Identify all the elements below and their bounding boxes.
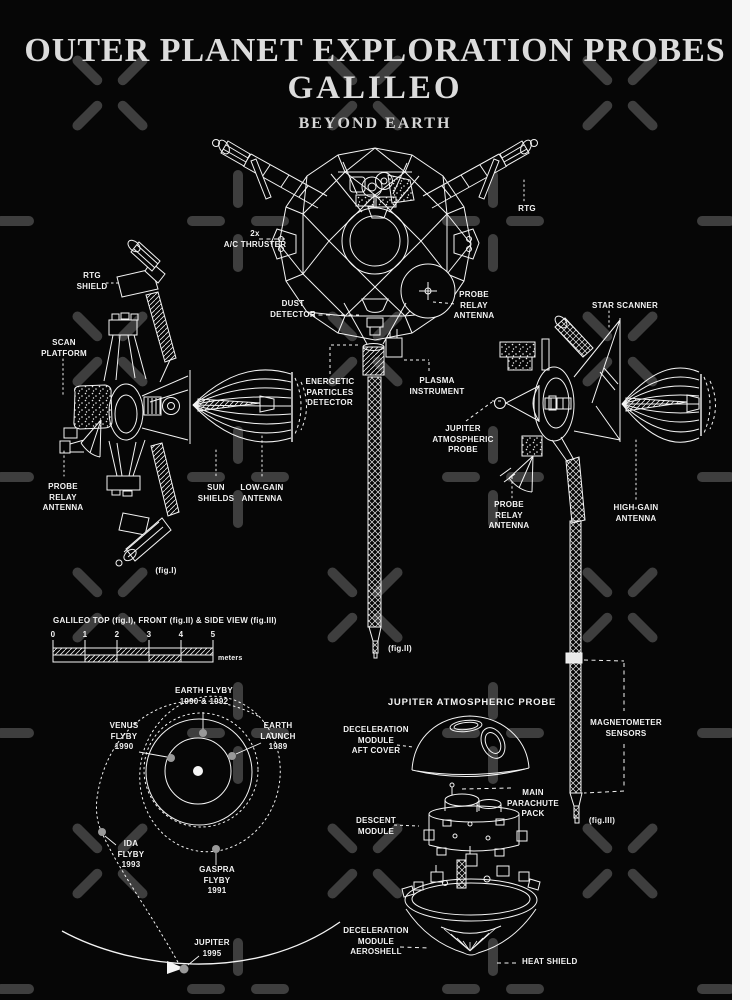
label-heat-shield: HEAT SHIELD — [522, 957, 578, 966]
poster-subject: GALILEO — [287, 70, 463, 106]
label-sun-shields: SUN SHIELDS — [197, 483, 235, 503]
scale-tick-3: 3 — [146, 630, 152, 639]
probe-diagram-heading: JUPITER ATMOSPHERIC PROBE — [387, 697, 557, 708]
label-gaspra-flyby: GASPRA FLYBY 1991 — [199, 865, 235, 896]
scale-tick-0: 0 — [50, 630, 56, 639]
label-main-parachute-pack: MAIN PARACHUTE PACK — [507, 788, 559, 819]
label-probe-relay-antenna-top: PROBE RELAY ANTENNA — [42, 482, 84, 513]
label-plasma-instrument: PLASMA INSTRUMENT — [409, 376, 465, 396]
label-earth-flyby: EARTH FLYBY 1990 & 1992 — [174, 686, 234, 706]
label-jupiter-atmospheric-probe: JUPITER ATMOSPHERIC PROBE — [432, 424, 494, 455]
label-ida-flyby: IDA FLYBY 1993 — [117, 839, 145, 870]
label-earth-launch: EARTH LAUNCH 1989 — [260, 721, 296, 752]
label-rtg: RTG — [518, 204, 536, 213]
label-ac-thruster: 2x A/C THRUSTER — [223, 229, 287, 249]
title-block: OUTER PLANET EXPLORATION PROBES GALILEO … — [0, 34, 750, 133]
figure-side-view — [494, 310, 716, 824]
figure-front-view — [212, 139, 538, 659]
label-energetic-particles-detector: ENERGETIC PARTICLES DETECTOR — [305, 377, 355, 408]
poster-title: OUTER PLANET EXPLORATION PROBES — [24, 32, 726, 69]
scale-caption: GALILEO TOP (fig.I), FRONT (fig.II) & SI… — [53, 616, 277, 625]
caption-fig2: (fig.II) — [388, 644, 412, 653]
probe-exploded-view — [393, 715, 541, 964]
scale-unit: meters — [218, 655, 243, 662]
scale-tick-5: 5 — [210, 630, 216, 639]
label-aeroshell: DECELERATION MODULE AEROSHELL — [343, 926, 409, 957]
label-rtg-shield: RTG SHIELD — [76, 271, 108, 291]
label-high-gain-antenna: HIGH-GAIN ANTENNA — [613, 503, 659, 523]
label-magnetometer-sensors: MAGNETOMETER SENSORS — [590, 718, 662, 738]
label-probe-relay-antenna-side: PROBE RELAY ANTENNA — [488, 500, 530, 531]
label-star-scanner: STAR SCANNER — [592, 301, 658, 310]
label-probe-relay-antenna-front: PROBE RELAY ANTENNA — [453, 290, 495, 321]
label-aft-cover: DECELERATION MODULE AFT COVER — [343, 725, 409, 756]
page-background-strip — [732, 0, 750, 1000]
scale-tick-1: 1 — [82, 630, 88, 639]
trajectory-diagram — [61, 695, 341, 974]
label-venus-flyby: VENUS FLYBY 1990 — [109, 721, 139, 752]
figure-top-view — [59, 239, 307, 567]
caption-fig1: (fig.I) — [155, 566, 177, 575]
label-low-gain-antenna: LOW-GAIN ANTENNA — [240, 483, 284, 503]
scale-bar-graphic — [52, 640, 214, 663]
scale-tick-2: 2 — [114, 630, 120, 639]
label-jupiter-arrival: JUPITER 1995 — [194, 938, 230, 958]
caption-fig3: (fig.III) — [588, 816, 616, 825]
scale-tick-4: 4 — [178, 630, 184, 639]
label-descent-module: DESCENT MODULE — [356, 816, 396, 836]
poster-tagline: BEYOND EARTH — [298, 115, 452, 133]
label-dust-detector: DUST DETECTOR — [270, 299, 316, 319]
label-scan-platform: SCAN PLATFORM — [41, 338, 87, 358]
